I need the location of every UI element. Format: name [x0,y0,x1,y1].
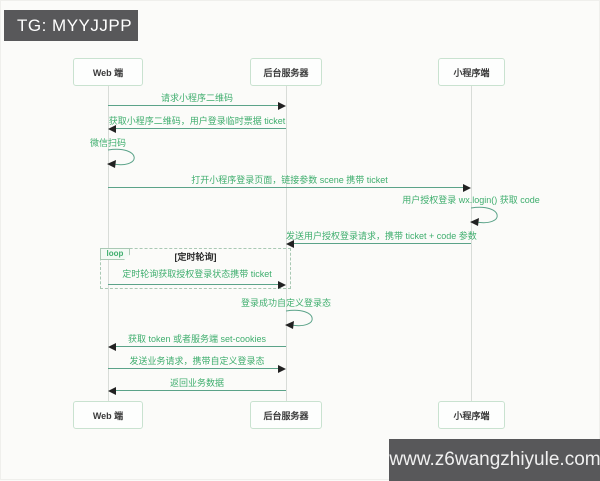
message-1: 请求小程序二维码 [160,93,233,103]
actor-backend-top: 后台服务器 [250,58,322,86]
lifeline-mini [471,86,472,401]
loop-label: loop [100,248,130,260]
actor-mini-top-label: 小程序端 [453,67,490,78]
message-11-line [116,390,286,391]
message-7-line [108,284,278,285]
actor-mini-top: 小程序端 [438,58,505,86]
arrowhead-right-icon [278,281,286,289]
message-7: 定时轮询获取授权登录状态携带 ticket [122,269,272,279]
arrowhead-right-icon [278,365,286,373]
message-9: 获取 token 或者服务端 set-cookies [127,334,267,344]
message-3: 微信扫码 [89,138,126,148]
watermark-text: www.z6wangzhiyule.com [389,449,600,470]
watermark-bar: www.z6wangzhiyule.com [389,439,600,481]
tg-banner: TG: MYYJJPP [4,10,138,41]
message-10-line [108,368,278,369]
self-loop-backend [285,309,313,327]
message-6-line [294,243,471,244]
actor-web-bottom: Web 端 [73,401,143,429]
message-2: 获取小程序二维码，用户登录临时票据 ticket [108,116,286,126]
message-11: 返回业务数据 [169,378,224,388]
lifeline-web [108,86,109,401]
actor-mini-bottom-label: 小程序端 [453,410,490,421]
message-1-line [108,105,278,106]
arrowhead-left-icon [108,125,116,133]
loop-condition: [定时轮询] [174,252,217,262]
actor-web-bottom-label: Web 端 [92,410,124,421]
self-loop-web [107,148,135,166]
message-10: 发送业务请求，携带自定义登录态 [129,356,265,366]
message-2-line [116,128,286,129]
actor-web-top: Web 端 [73,58,143,86]
message-6: 发送用户授权登录请求，携带 ticket + code 参数 [286,231,477,241]
message-4: 打开小程序登录页面，链接参数 scene 携带 ticket [191,175,388,185]
message-9-line [116,346,286,347]
message-8: 登录成功自定义登录态 [240,298,331,308]
actor-mini-bottom: 小程序端 [438,401,505,429]
arrowhead-left-icon [108,343,116,351]
tg-banner-text: TG: MYYJJPP [17,16,133,35]
arrowhead-right-icon [463,184,471,192]
message-4-line [108,187,463,188]
actor-web-top-label: Web 端 [92,67,124,78]
loop-frame [100,248,291,289]
actor-backend-bottom-label: 后台服务器 [263,410,309,421]
arrowhead-left-icon [108,387,116,395]
actor-backend-top-label: 后台服务器 [263,67,309,78]
self-loop-mini [470,206,498,224]
arrowhead-right-icon [278,102,286,110]
message-5: 用户授权登录 wx.login() 获取 code [402,195,540,205]
arrowhead-left-icon [286,240,294,248]
actor-backend-bottom: 后台服务器 [250,401,322,429]
